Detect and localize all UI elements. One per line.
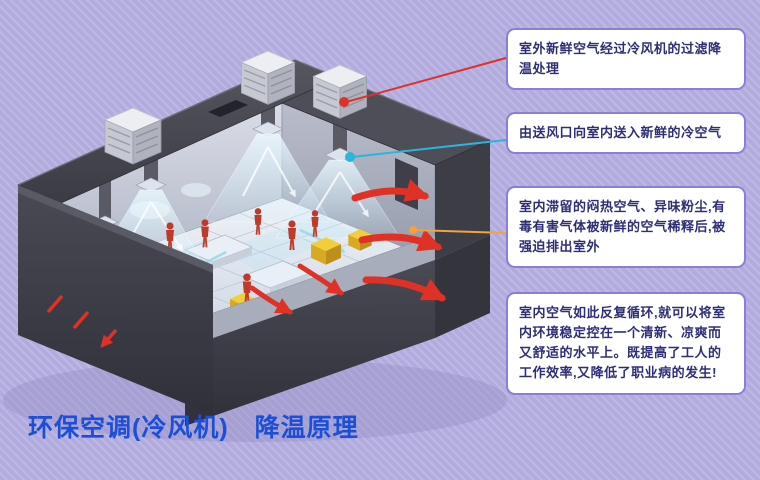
callout-text: 室内滞留的闷热空气、异味粉尘,有毒有害气体被新鲜的空气稀释后,被强迫排出室外 xyxy=(519,199,726,255)
exhaust-air-arrows xyxy=(249,179,447,315)
ceiling-diffuser xyxy=(135,177,167,193)
exhaust-vent-arrows-left xyxy=(46,294,118,346)
outer-wall-front-right xyxy=(185,260,435,426)
callout-circulation: 室内空气如此反复循环,就可以将室内环境稳定控在一个清新、凉爽而又舒适的水平上。既… xyxy=(506,292,746,395)
window-light-glow xyxy=(181,183,211,197)
supply-air-duct xyxy=(99,178,111,220)
callout-exhaust-air: 室内滞留的闷热空气、异味粉尘,有毒有害气体被新鲜的空气稀释后,被强迫排出室外 xyxy=(506,186,746,269)
fresh-air-arrow xyxy=(313,171,368,216)
outer-wall-top-lip xyxy=(18,185,213,273)
callout-text: 由送风口向室内送入新鲜的冷空气 xyxy=(519,125,722,140)
callout-text: 室外新鲜空气经过冷风机的过滤降温处理 xyxy=(519,41,722,77)
callout-outdoor-air: 室外新鲜空气经过冷风机的过滤降温处理 xyxy=(506,28,746,91)
callout-text: 室内空气如此反复循环,就可以将室内环境稳定控在一个清新、凉爽而又舒适的水平上。既… xyxy=(519,305,726,381)
fresh-air-arrow xyxy=(242,146,295,196)
outer-wall-right-lower xyxy=(435,235,490,338)
roof-vent-grille xyxy=(208,100,248,117)
ceiling-diffuser xyxy=(252,121,284,137)
page-title: 环保空调(冷风机) 降温原理 xyxy=(28,414,359,442)
outer-wall-front-left xyxy=(18,185,213,415)
callout-supply-air: 由送风口向室内送入新鲜的冷空气 xyxy=(506,112,746,155)
